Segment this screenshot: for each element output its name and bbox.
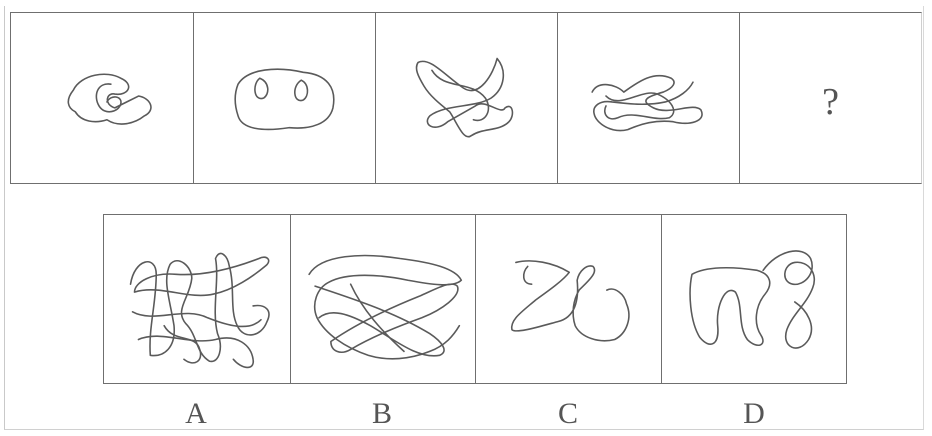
option-b-label: B [289,396,475,432]
question-mark: ? [740,83,921,121]
figure-2-scribble [194,13,375,183]
option-a-scribble [104,215,290,383]
question-cell-unknown: ? [739,13,921,183]
option-d-label: D [661,396,847,432]
options-row [103,214,847,384]
question-row: ? [10,12,922,184]
option-labels: A B C D [103,396,847,432]
option-a-label: A [103,396,289,432]
question-cell-4 [557,13,739,183]
option-d-scribble [662,215,847,383]
option-a-cell[interactable] [104,215,290,383]
option-b-cell[interactable] [290,215,476,383]
figure-3-scribble [376,13,557,183]
question-cell-1 [11,13,193,183]
question-cell-3 [375,13,557,183]
option-d-cell[interactable] [661,215,847,383]
option-c-scribble [476,215,661,383]
option-c-cell[interactable] [475,215,661,383]
figure-4-scribble [558,13,739,183]
option-c-label: C [475,396,661,432]
question-cell-2 [193,13,375,183]
figure-1-scribble [11,13,193,183]
option-b-scribble [291,215,476,383]
